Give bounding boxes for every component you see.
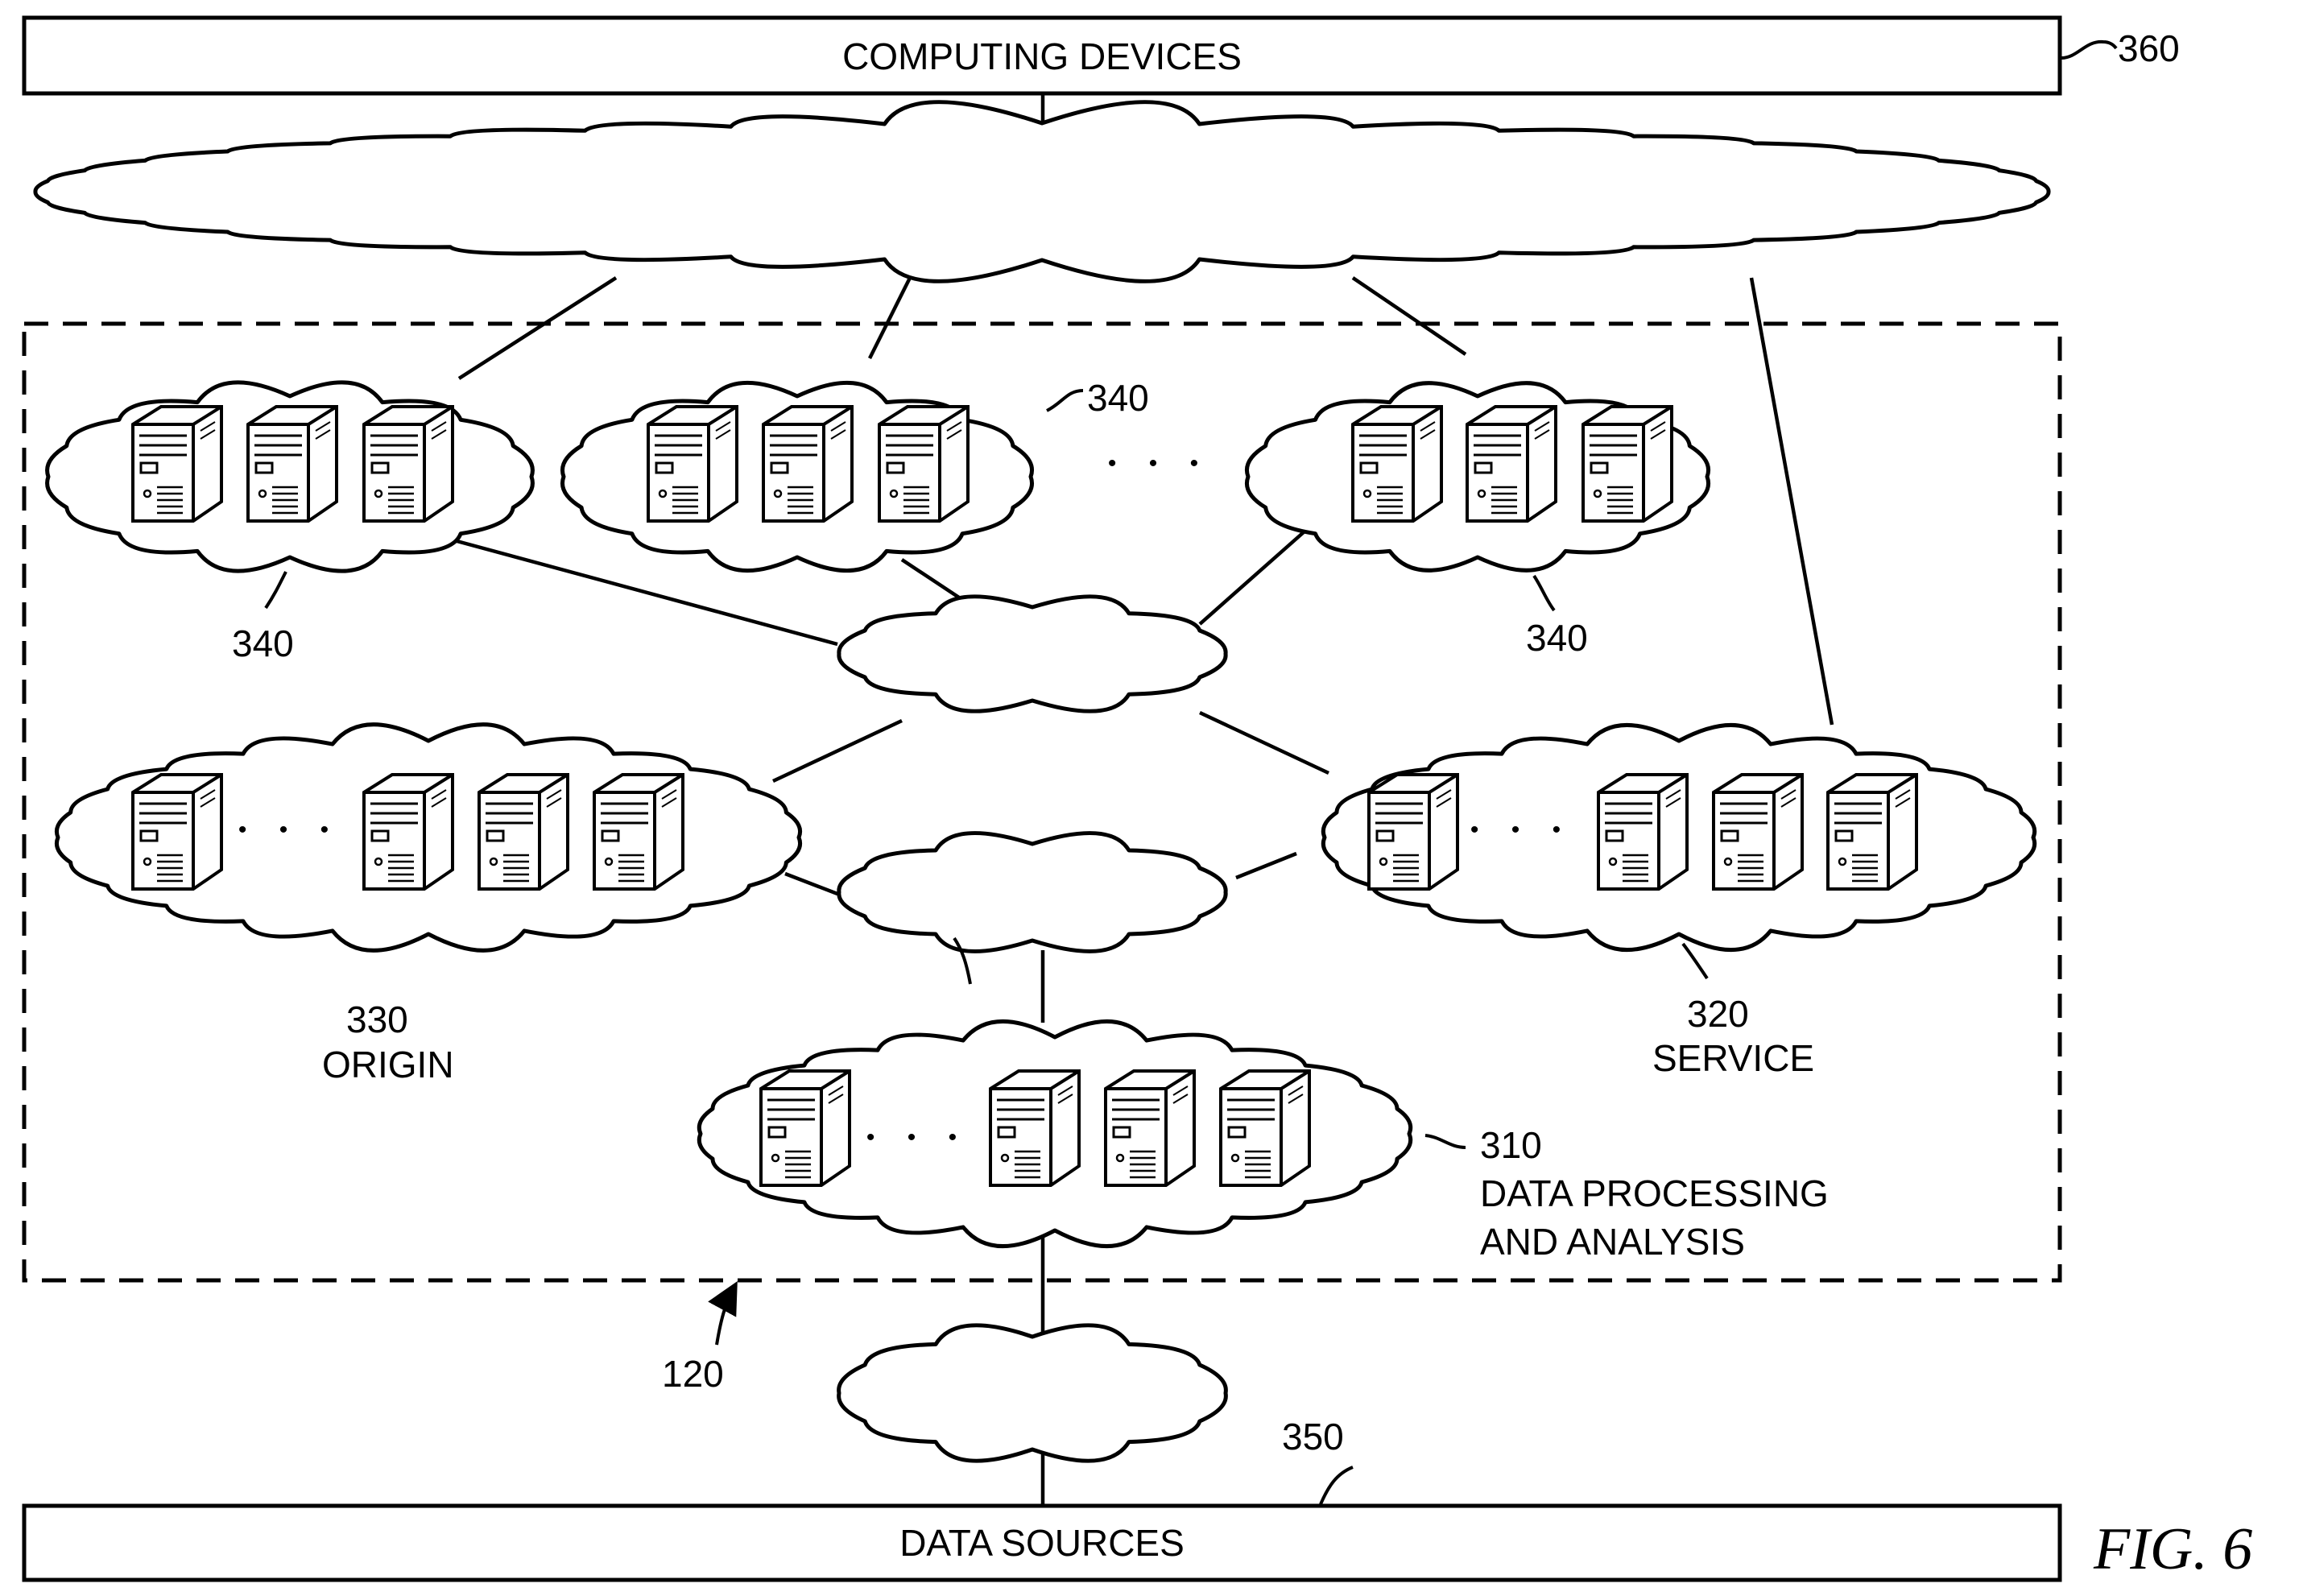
ref-330: 330 — [346, 999, 408, 1040]
server-icon — [133, 407, 221, 521]
server-icon — [1467, 407, 1556, 521]
server-icon — [763, 407, 852, 521]
server-icon — [990, 1071, 1079, 1185]
ellipsis-origin: • • • — [238, 817, 341, 843]
caption-data-processing-1: DATA PROCESSING — [1480, 1172, 1829, 1214]
computing-devices-label: COMPUTING DEVICES — [842, 35, 1242, 77]
ref-360: 360 — [2118, 27, 2180, 69]
server-icon — [1583, 407, 1672, 521]
server-icon — [364, 407, 453, 521]
figure-label: FIG. 6 — [2093, 1516, 2252, 1582]
server-icon — [1106, 1071, 1194, 1185]
server-icon — [1369, 775, 1457, 889]
cloud-core-lower — [839, 833, 1226, 952]
server-icon — [648, 407, 737, 521]
server-icon — [879, 407, 968, 521]
caption-origin: ORIGIN — [322, 1044, 454, 1085]
server-icon — [1598, 775, 1687, 889]
server-icon — [1221, 1071, 1309, 1185]
ref-120: 120 — [662, 1353, 724, 1395]
ref-340-right: 340 — [1526, 617, 1588, 659]
data-sources-label: DATA SOURCES — [899, 1522, 1185, 1564]
ref-320: 320 — [1687, 993, 1749, 1035]
cloud-top-network — [35, 102, 2049, 282]
server-icon — [133, 775, 221, 889]
ellipsis-edge: • • • — [1108, 450, 1211, 477]
caption-data-processing-2: AND ANALYSIS — [1480, 1221, 1745, 1263]
ref-350: 350 — [1282, 1416, 1344, 1457]
cloud-data-sources — [839, 1325, 1226, 1461]
leader-360 — [2061, 42, 2116, 58]
ref-310: 310 — [1480, 1124, 1542, 1166]
server-icon — [761, 1071, 850, 1185]
ellipsis-data-processing: • • • — [866, 1124, 970, 1151]
system-arrow — [717, 1287, 734, 1345]
server-icon — [364, 775, 453, 889]
server-icon — [479, 775, 568, 889]
ellipsis-service: • • • — [1470, 817, 1573, 843]
server-icon — [248, 407, 337, 521]
server-icon — [1714, 775, 1802, 889]
cloud-core-upper — [839, 597, 1226, 711]
ref-340-left: 340 — [232, 622, 294, 664]
server-icon — [594, 775, 683, 889]
server-icon — [1828, 775, 1916, 889]
server-icon — [1353, 407, 1441, 521]
caption-service: SERVICE — [1652, 1037, 1814, 1079]
ref-340-middle: 340 — [1087, 377, 1149, 419]
